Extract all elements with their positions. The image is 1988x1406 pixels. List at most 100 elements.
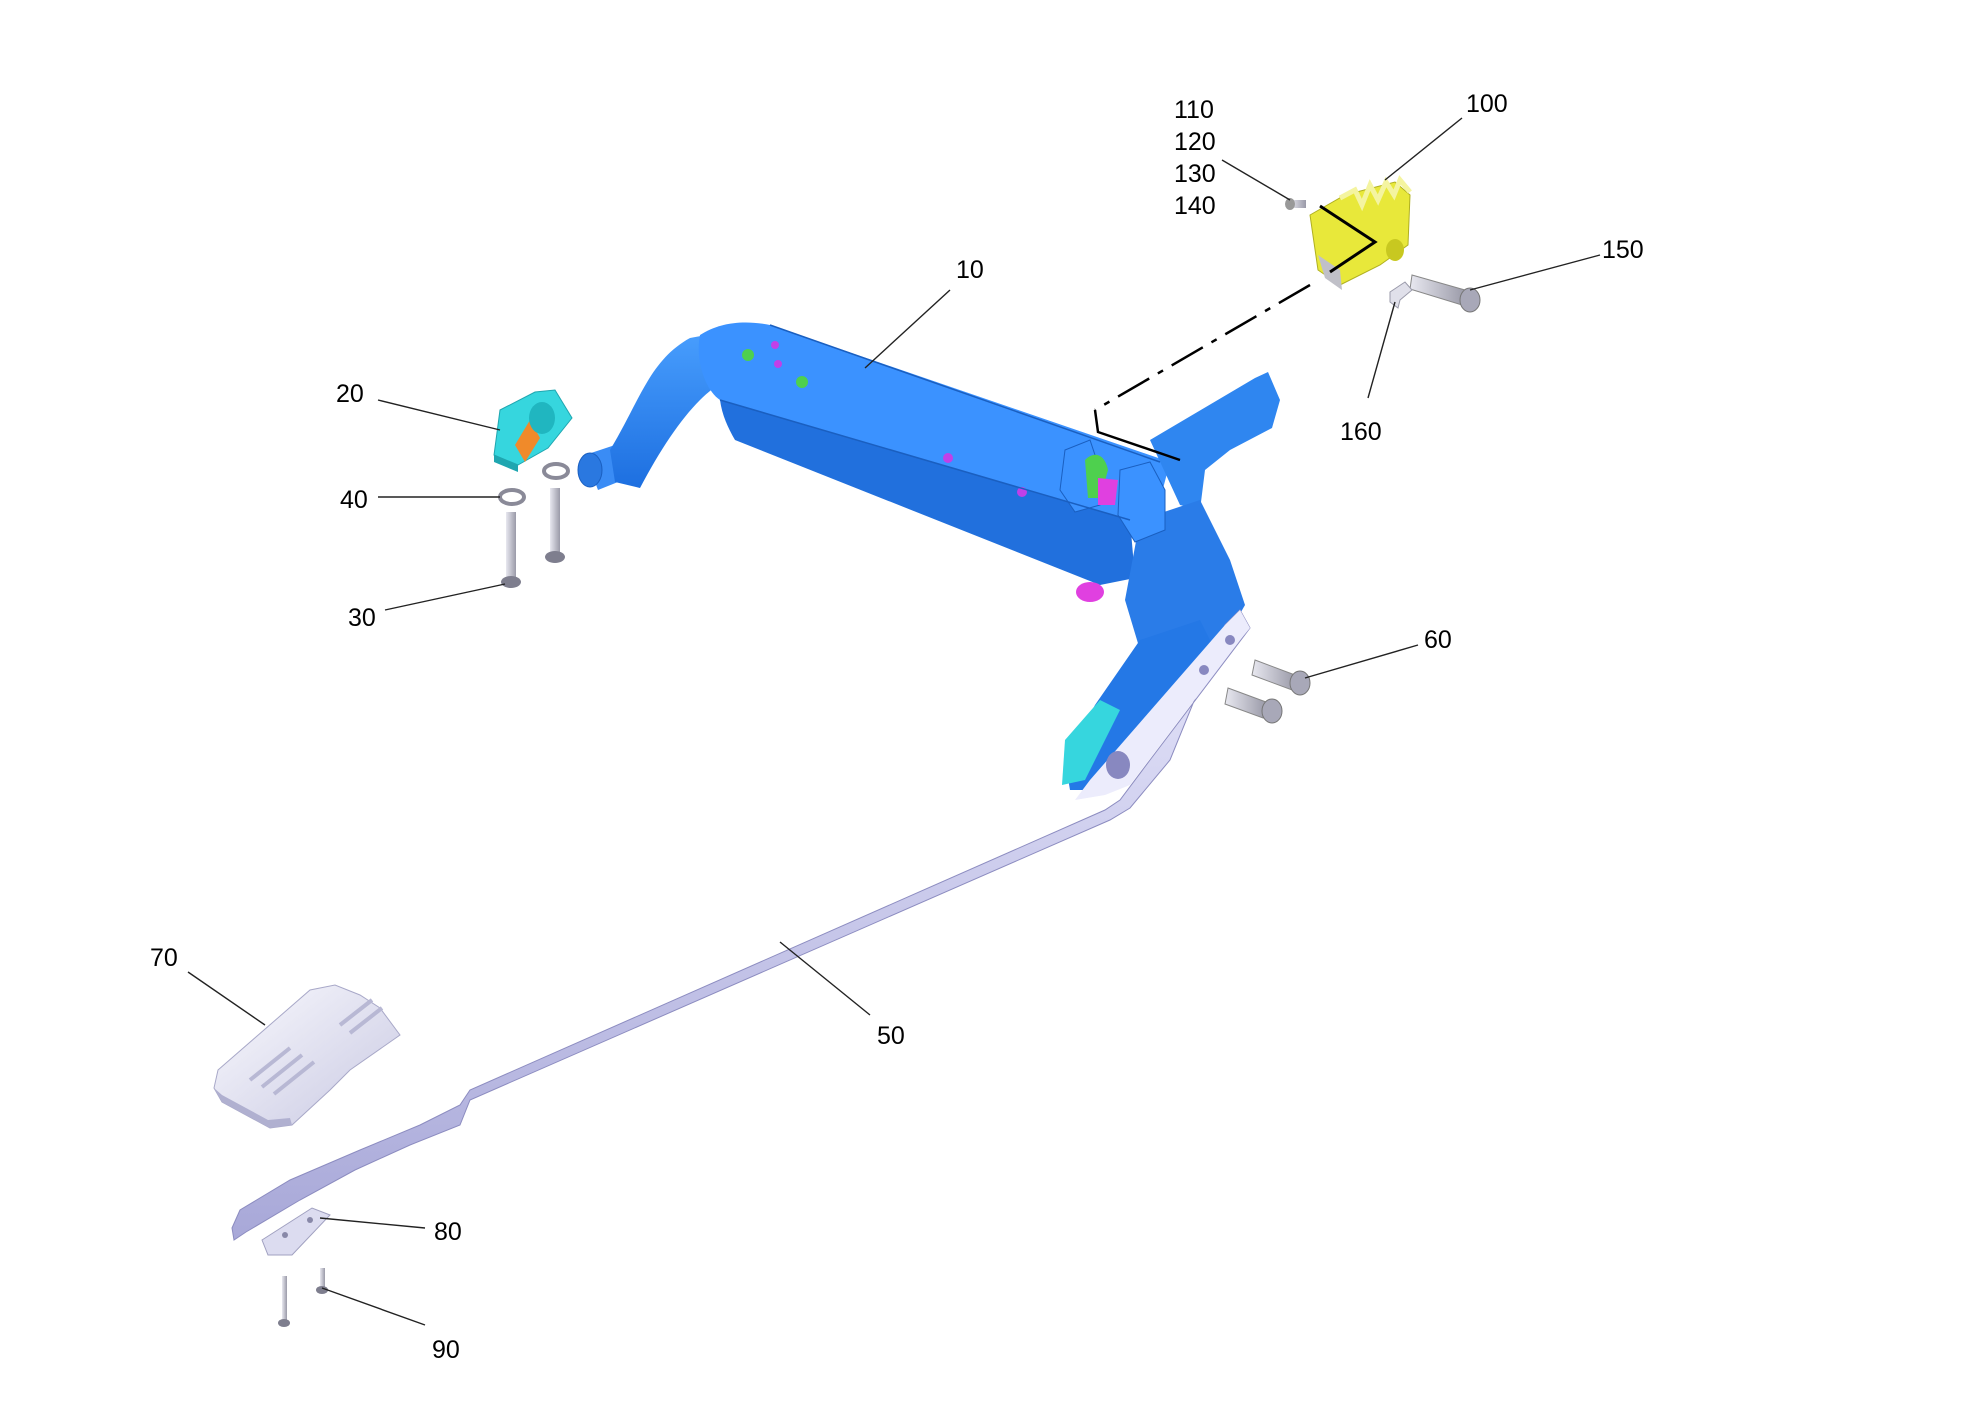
pedal-arm-hole xyxy=(1225,635,1235,645)
assembly-zigzag xyxy=(1319,204,1378,274)
pad-grip-line xyxy=(248,1046,292,1082)
assembly-path xyxy=(1093,204,1378,462)
sensor-part-100 xyxy=(1285,175,1412,290)
frame-rear-bracket xyxy=(1150,372,1280,510)
frame-hole xyxy=(943,453,953,463)
leader-10 xyxy=(864,289,951,369)
frame-magenta-pin xyxy=(1098,478,1118,505)
frame-stub-end xyxy=(577,452,603,488)
sensor-pin-head xyxy=(1285,198,1295,210)
plate-hole xyxy=(282,1232,288,1238)
frame-main-beam xyxy=(698,322,1170,520)
frame-edge xyxy=(769,324,1161,463)
bracket-orange-face xyxy=(515,420,540,462)
pedal-arm-hole xyxy=(1199,665,1209,675)
leader-60 xyxy=(1304,644,1419,679)
small-screws-part-90 xyxy=(278,1268,328,1327)
plate-body xyxy=(261,1207,331,1256)
frame-hole xyxy=(796,376,808,388)
pedal-arm-body xyxy=(231,609,1251,1241)
screw-head xyxy=(501,576,521,588)
frame-hole xyxy=(771,341,779,349)
frame-hinge-right xyxy=(1117,461,1166,543)
callout-30: 30 xyxy=(348,604,376,632)
sensor-pin xyxy=(1290,200,1306,208)
bolt-shank xyxy=(1409,274,1466,306)
screw-head xyxy=(545,551,565,563)
leader-150 xyxy=(1469,254,1601,291)
pad-grip-line xyxy=(338,998,374,1027)
callout-60: 60 xyxy=(1424,626,1452,654)
frame-beam-face xyxy=(720,400,1135,585)
callout-160: 160 xyxy=(1340,418,1382,446)
callout-40: 40 xyxy=(340,486,368,514)
frame-magenta-bushing xyxy=(1076,582,1104,602)
callout-70: 70 xyxy=(150,944,178,972)
callout-120: 120 xyxy=(1174,128,1216,156)
bolt-head xyxy=(1289,670,1311,696)
pedal-pad-part-70 xyxy=(213,984,401,1129)
sensor-bore xyxy=(1386,239,1404,261)
pedal-arm-pivot-hole xyxy=(1106,751,1130,779)
callout-labels: 10 20 40 30 60 50 70 80 90 100 110 120 1… xyxy=(150,90,1644,1364)
leader-160 xyxy=(1367,301,1396,399)
callout-90: 90 xyxy=(432,1336,460,1364)
leader-90 xyxy=(321,1287,426,1326)
bolt-shank xyxy=(1251,659,1296,691)
small-screw-shank xyxy=(320,1268,325,1290)
pedal-arm-part-50 xyxy=(231,609,1251,1241)
small-screw-head xyxy=(278,1319,290,1327)
frame-teal-bracket xyxy=(1062,700,1120,785)
sensor-face-grey xyxy=(1318,255,1342,290)
small-screw-head xyxy=(316,1286,328,1294)
washer xyxy=(498,488,526,506)
clip-body xyxy=(1389,281,1413,309)
sensor-fins xyxy=(1338,175,1412,212)
leader-70 xyxy=(187,971,266,1026)
callout-130: 130 xyxy=(1174,160,1216,188)
frame-hole xyxy=(774,360,782,368)
leader-30 xyxy=(384,583,506,611)
washer xyxy=(542,462,570,480)
frame-edge xyxy=(719,399,1131,521)
screws-part-30 xyxy=(501,488,565,588)
pad-grip-line xyxy=(272,1060,316,1096)
screw-shank xyxy=(506,512,516,578)
callout-20: 20 xyxy=(336,380,364,408)
bolts-part-60 xyxy=(1224,659,1311,724)
frame-lower-leg xyxy=(1065,620,1215,790)
bolt-head xyxy=(1459,287,1481,313)
callout-10: 10 xyxy=(956,256,984,284)
bracket-bore xyxy=(529,402,555,434)
frame-hole xyxy=(742,349,754,361)
pad-grip-line xyxy=(348,1006,384,1035)
callout-100: 100 xyxy=(1466,90,1508,118)
leader-110-140 xyxy=(1221,159,1291,201)
plate-part-80 xyxy=(261,1207,331,1256)
plate-hole xyxy=(307,1217,313,1223)
callout-140: 140 xyxy=(1174,192,1216,220)
screw-shank xyxy=(550,488,560,553)
frame-part-10 xyxy=(577,322,1280,790)
callout-50: 50 xyxy=(877,1022,905,1050)
pad-grip-line xyxy=(260,1053,304,1089)
leader-80 xyxy=(319,1217,426,1229)
clip-part-160 xyxy=(1389,281,1413,309)
callout-80: 80 xyxy=(434,1218,462,1246)
assembly-line-dashed xyxy=(1094,283,1311,412)
bolt-part-150 xyxy=(1409,274,1481,313)
small-screw-shank xyxy=(282,1276,287,1322)
leader-lines xyxy=(187,117,1601,1326)
bolt-shank xyxy=(1224,687,1267,719)
assembly-line-solid xyxy=(1093,409,1181,462)
bracket-side xyxy=(494,455,518,472)
pad-front-edge xyxy=(214,1088,292,1128)
bracket-part-20 xyxy=(493,389,573,472)
callout-110: 110 xyxy=(1174,96,1214,124)
leader-50 xyxy=(779,941,871,1016)
leader-20 xyxy=(377,399,501,431)
leader-100 xyxy=(1384,117,1463,181)
callout-150: 150 xyxy=(1602,236,1644,264)
bolt-head xyxy=(1261,698,1283,724)
